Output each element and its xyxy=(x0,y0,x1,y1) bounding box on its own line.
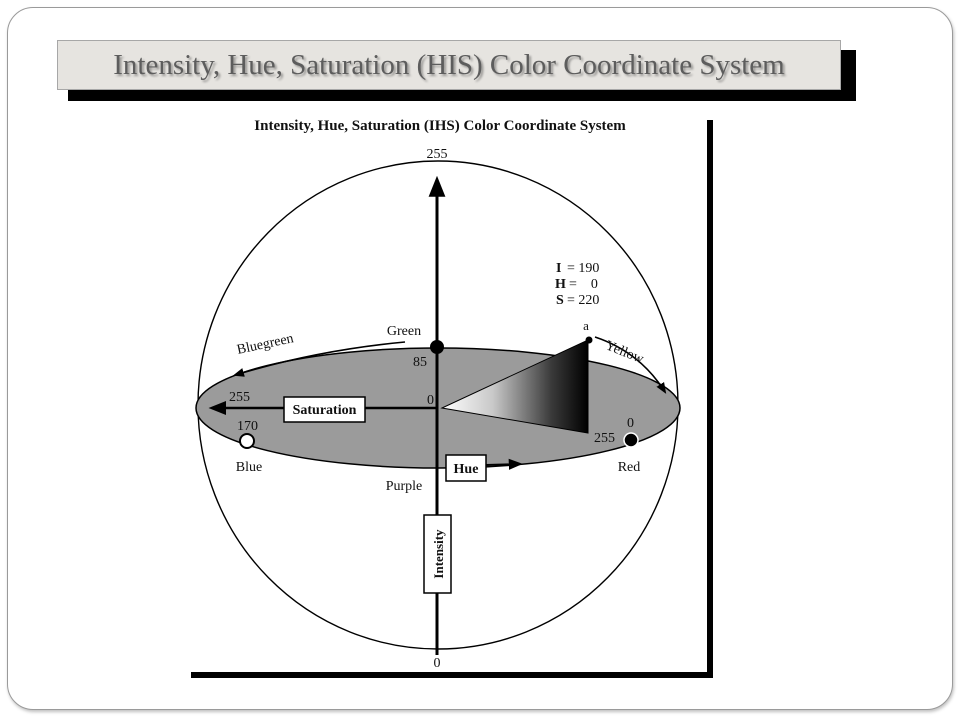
point-saturation-value: 255 xyxy=(594,431,615,446)
saturation-max-value: 255 xyxy=(229,390,250,405)
green-value: 85 xyxy=(413,355,427,370)
bluegreen-arrow xyxy=(232,341,406,377)
red-point xyxy=(623,432,639,448)
intensity-label-box xyxy=(423,514,452,594)
intensity-bottom-value: 0 xyxy=(434,656,441,671)
red-label: Red xyxy=(618,460,641,475)
blue-value: 170 xyxy=(237,419,258,434)
point-a-marker xyxy=(585,336,593,344)
green-label: Green xyxy=(387,324,421,339)
green-point xyxy=(430,340,444,354)
intensity-label: Intensity xyxy=(431,529,446,579)
diagram-frame-right xyxy=(707,120,713,678)
hue-label-box xyxy=(445,454,487,482)
s-value: = 220 xyxy=(567,293,599,308)
diagram-heading: Intensity, Hue, Saturation (IHS) Color C… xyxy=(254,118,626,134)
hue-label: Hue xyxy=(454,462,479,477)
i-label: I xyxy=(556,261,561,276)
saturation-label: Saturation xyxy=(293,403,357,418)
point-a-label: a xyxy=(583,318,589,333)
h-label: H xyxy=(555,277,566,292)
blue-label: Blue xyxy=(236,460,262,475)
slide-title: Intensity, Hue, Saturation (HIS) Color C… xyxy=(113,48,785,81)
intensity-top-value: 255 xyxy=(427,147,448,162)
saturation-label-box xyxy=(283,396,366,423)
diagram-frame-bottom xyxy=(191,672,713,678)
blue-point xyxy=(239,433,255,449)
red-value: 0 xyxy=(627,416,634,431)
slide-title-box: Intensity, Hue, Saturation (HIS) Color C… xyxy=(57,40,841,90)
hue-arrow xyxy=(485,458,523,470)
bluegreen-label: Bluegreen xyxy=(236,331,295,358)
saturation-triangle xyxy=(440,339,589,434)
saturation-origin-value: 0 xyxy=(427,393,434,408)
yellow-label: Yellow xyxy=(603,338,646,367)
yellow-arrow xyxy=(594,336,667,394)
i-value: = 190 xyxy=(567,261,599,276)
h-value: = 0 xyxy=(569,277,598,292)
s-label: S xyxy=(556,293,564,308)
purple-label: Purple xyxy=(386,479,423,494)
